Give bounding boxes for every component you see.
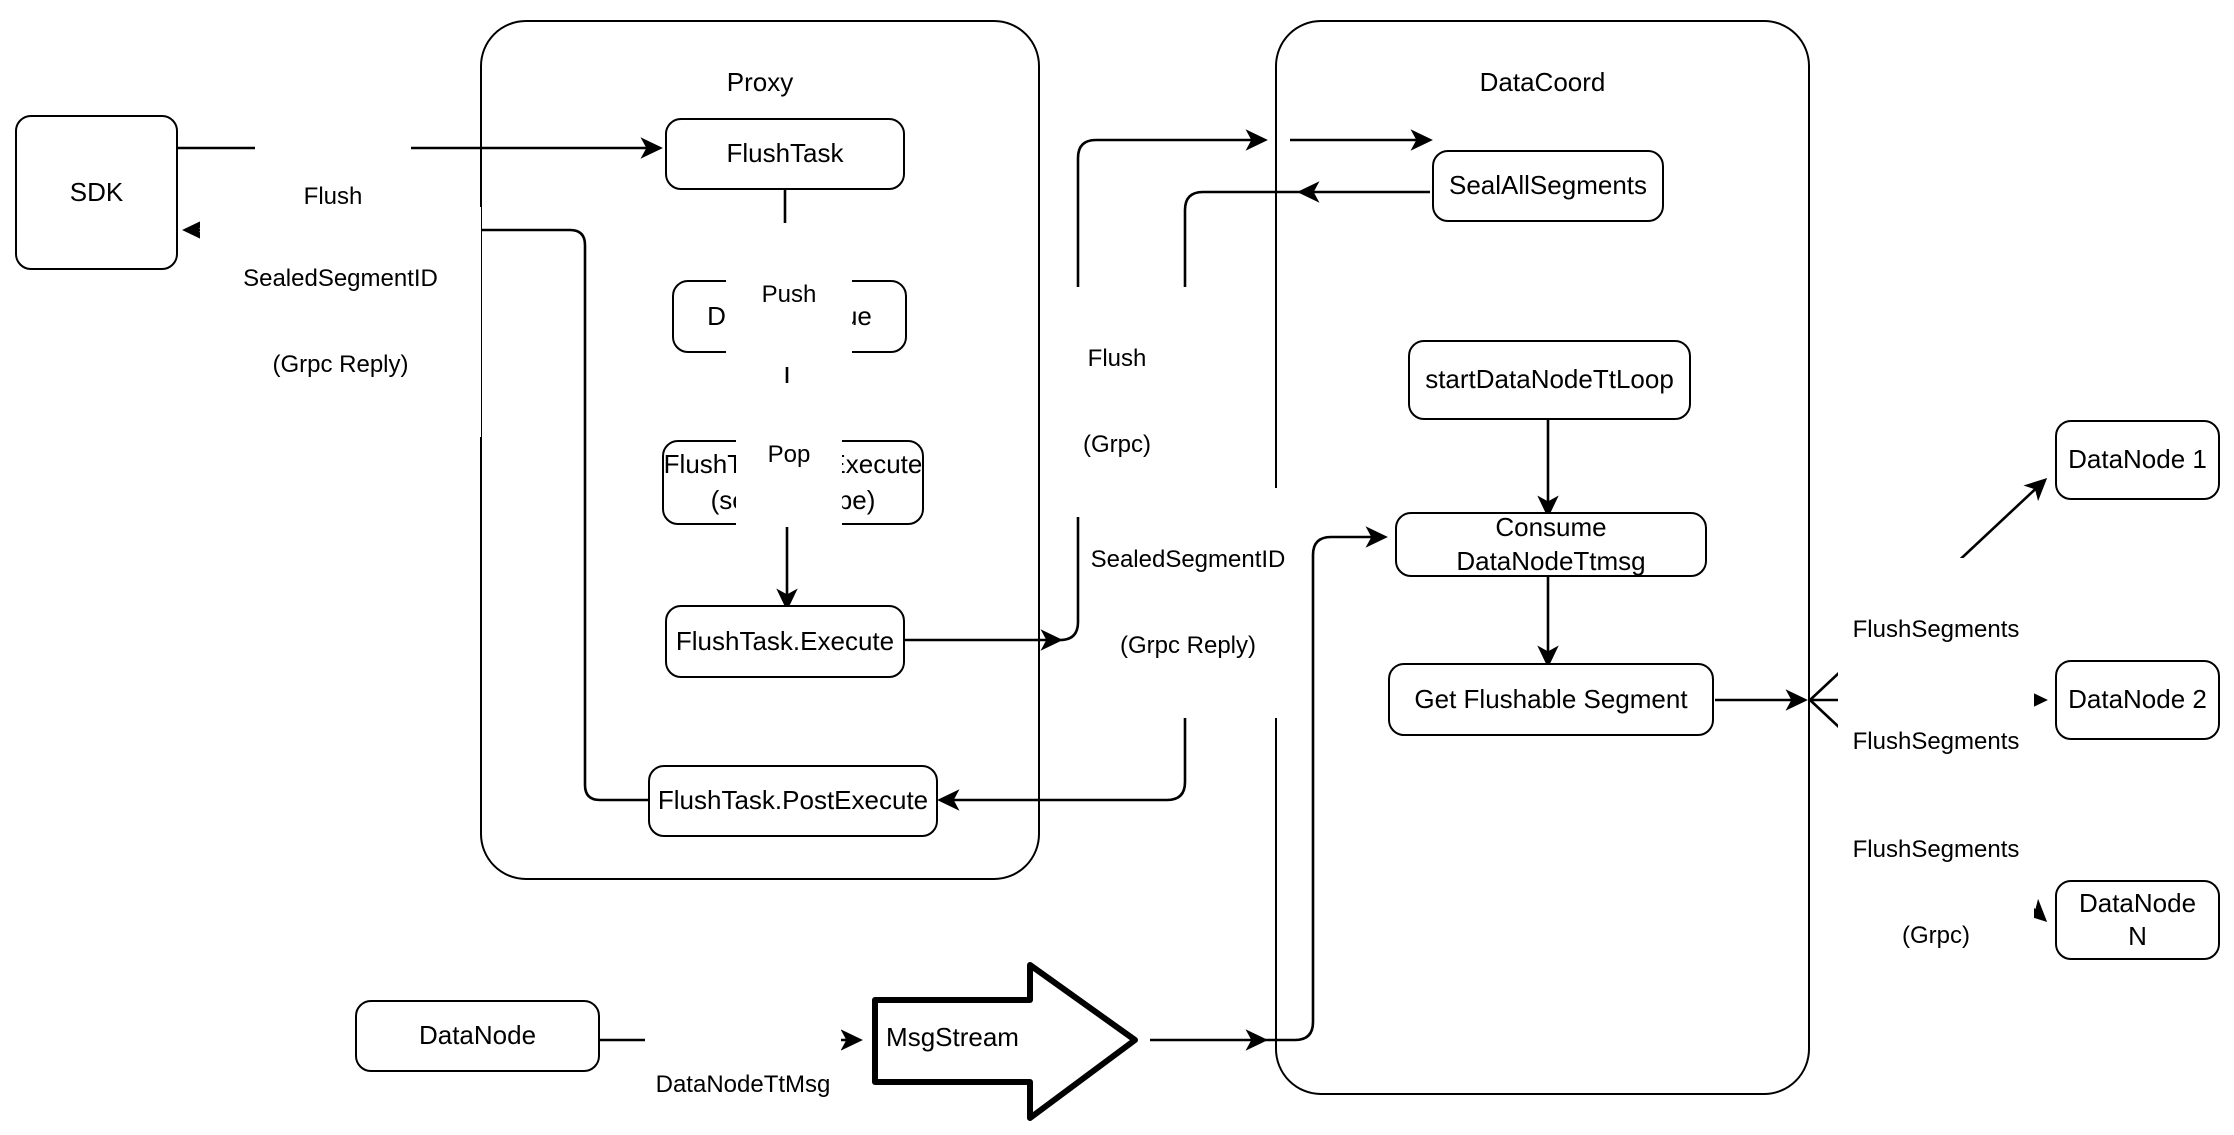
container-proxy-label: Proxy (726, 67, 794, 97)
container-proxy: Proxy (480, 20, 1040, 880)
node-datanode-2-label: DataNode 2 (2068, 684, 2207, 715)
node-datanode-source-label: DataNode (418, 1020, 537, 1051)
node-datanode-n-label: DataNode N (2078, 887, 2197, 951)
edge-label-line2: (Grpc) (1902, 921, 1970, 949)
node-datanode-2[interactable]: DataNode 2 (2055, 660, 2220, 740)
node-get-flushable-segment[interactable]: Get Flushable Segment (1388, 663, 1714, 736)
edge-label-line1: DataNodeTtMsg (655, 1070, 831, 1098)
node-sealallsegments[interactable]: SealAllSegments (1432, 150, 1664, 222)
edge-label-line1: SealedSegmentID (1090, 545, 1286, 573)
edge-label-flush-grpc-datacoord: Flush (Grpc) (1040, 287, 1194, 518)
edge-label-sealedsegmentid-datacoord: SealedSegmentID (Grpc Reply) (1085, 488, 1291, 719)
edge-label-flushsegments-n: FlushSegments (Grpc) (1838, 778, 2034, 1009)
node-datanode-1[interactable]: DataNode 1 (2055, 420, 2220, 500)
node-consume-label: Consume DataNodeTtmsg (1456, 512, 1646, 576)
node-postexecute-label: FlushTask.PostExecute (657, 785, 929, 816)
node-flushtask-execute[interactable]: FlushTask.Execute (665, 605, 905, 678)
node-flushtask-label: FlushTask (726, 138, 844, 169)
node-sealallsegments-label: SealAllSegments (1449, 170, 1647, 201)
container-datacoord-label: DataCoord (1479, 67, 1606, 97)
node-flushtask[interactable]: FlushTask (665, 118, 905, 190)
edge-label-push: Push (726, 223, 852, 367)
edge-label-line2: (Grpc Reply) (1119, 631, 1257, 659)
edge-label-datanode-ttmsg: DataNodeTtMsg (Msgstream) (645, 1013, 841, 1135)
node-consume-datanodettmsg[interactable]: Consume DataNodeTtmsg (1395, 512, 1707, 577)
node-flushtask-postexecute[interactable]: FlushTask.PostExecute (648, 765, 938, 837)
edge-label-line2: (Grpc Reply) (272, 350, 409, 378)
node-sdk-label: SDK (69, 176, 124, 207)
edge-label-pop: Pop (736, 383, 842, 527)
edge-label-line1: SealedSegmentID (243, 264, 438, 292)
edge-label-line1: FlushSegments (1852, 835, 2020, 863)
node-getflushable-label: Get Flushable Segment (1414, 683, 1688, 714)
node-startdatanodettloop[interactable]: startDataNodeTtLoop (1408, 340, 1691, 420)
edge-label-line1: Push (761, 280, 817, 308)
node-execute-label: FlushTask.Execute (675, 625, 895, 656)
node-startdatanodettloop-label: startDataNodeTtLoop (1425, 364, 1674, 395)
edge-label-sealedsegmentid-sdk: SealedSegmentID (Grpc Reply) (200, 207, 481, 438)
node-datanode-1-label: DataNode 1 (2068, 444, 2207, 475)
node-datanode-source[interactable]: DataNode (355, 1000, 600, 1072)
edge-label-line1: Flush (1087, 344, 1147, 372)
node-msgstream-label: MsgStream (886, 1022, 1019, 1052)
edge-label-line1: FlushSegments (1852, 727, 2020, 755)
node-sdk[interactable]: SDK (15, 115, 178, 270)
edge-label-line2: (Grpc) (1083, 430, 1151, 458)
edge-label-line1: Flush (303, 182, 363, 210)
edge-label-line1: FlushSegments (1852, 615, 2020, 643)
node-datanode-n[interactable]: DataNode N (2055, 880, 2220, 960)
edge-label-line1: Pop (767, 440, 811, 468)
